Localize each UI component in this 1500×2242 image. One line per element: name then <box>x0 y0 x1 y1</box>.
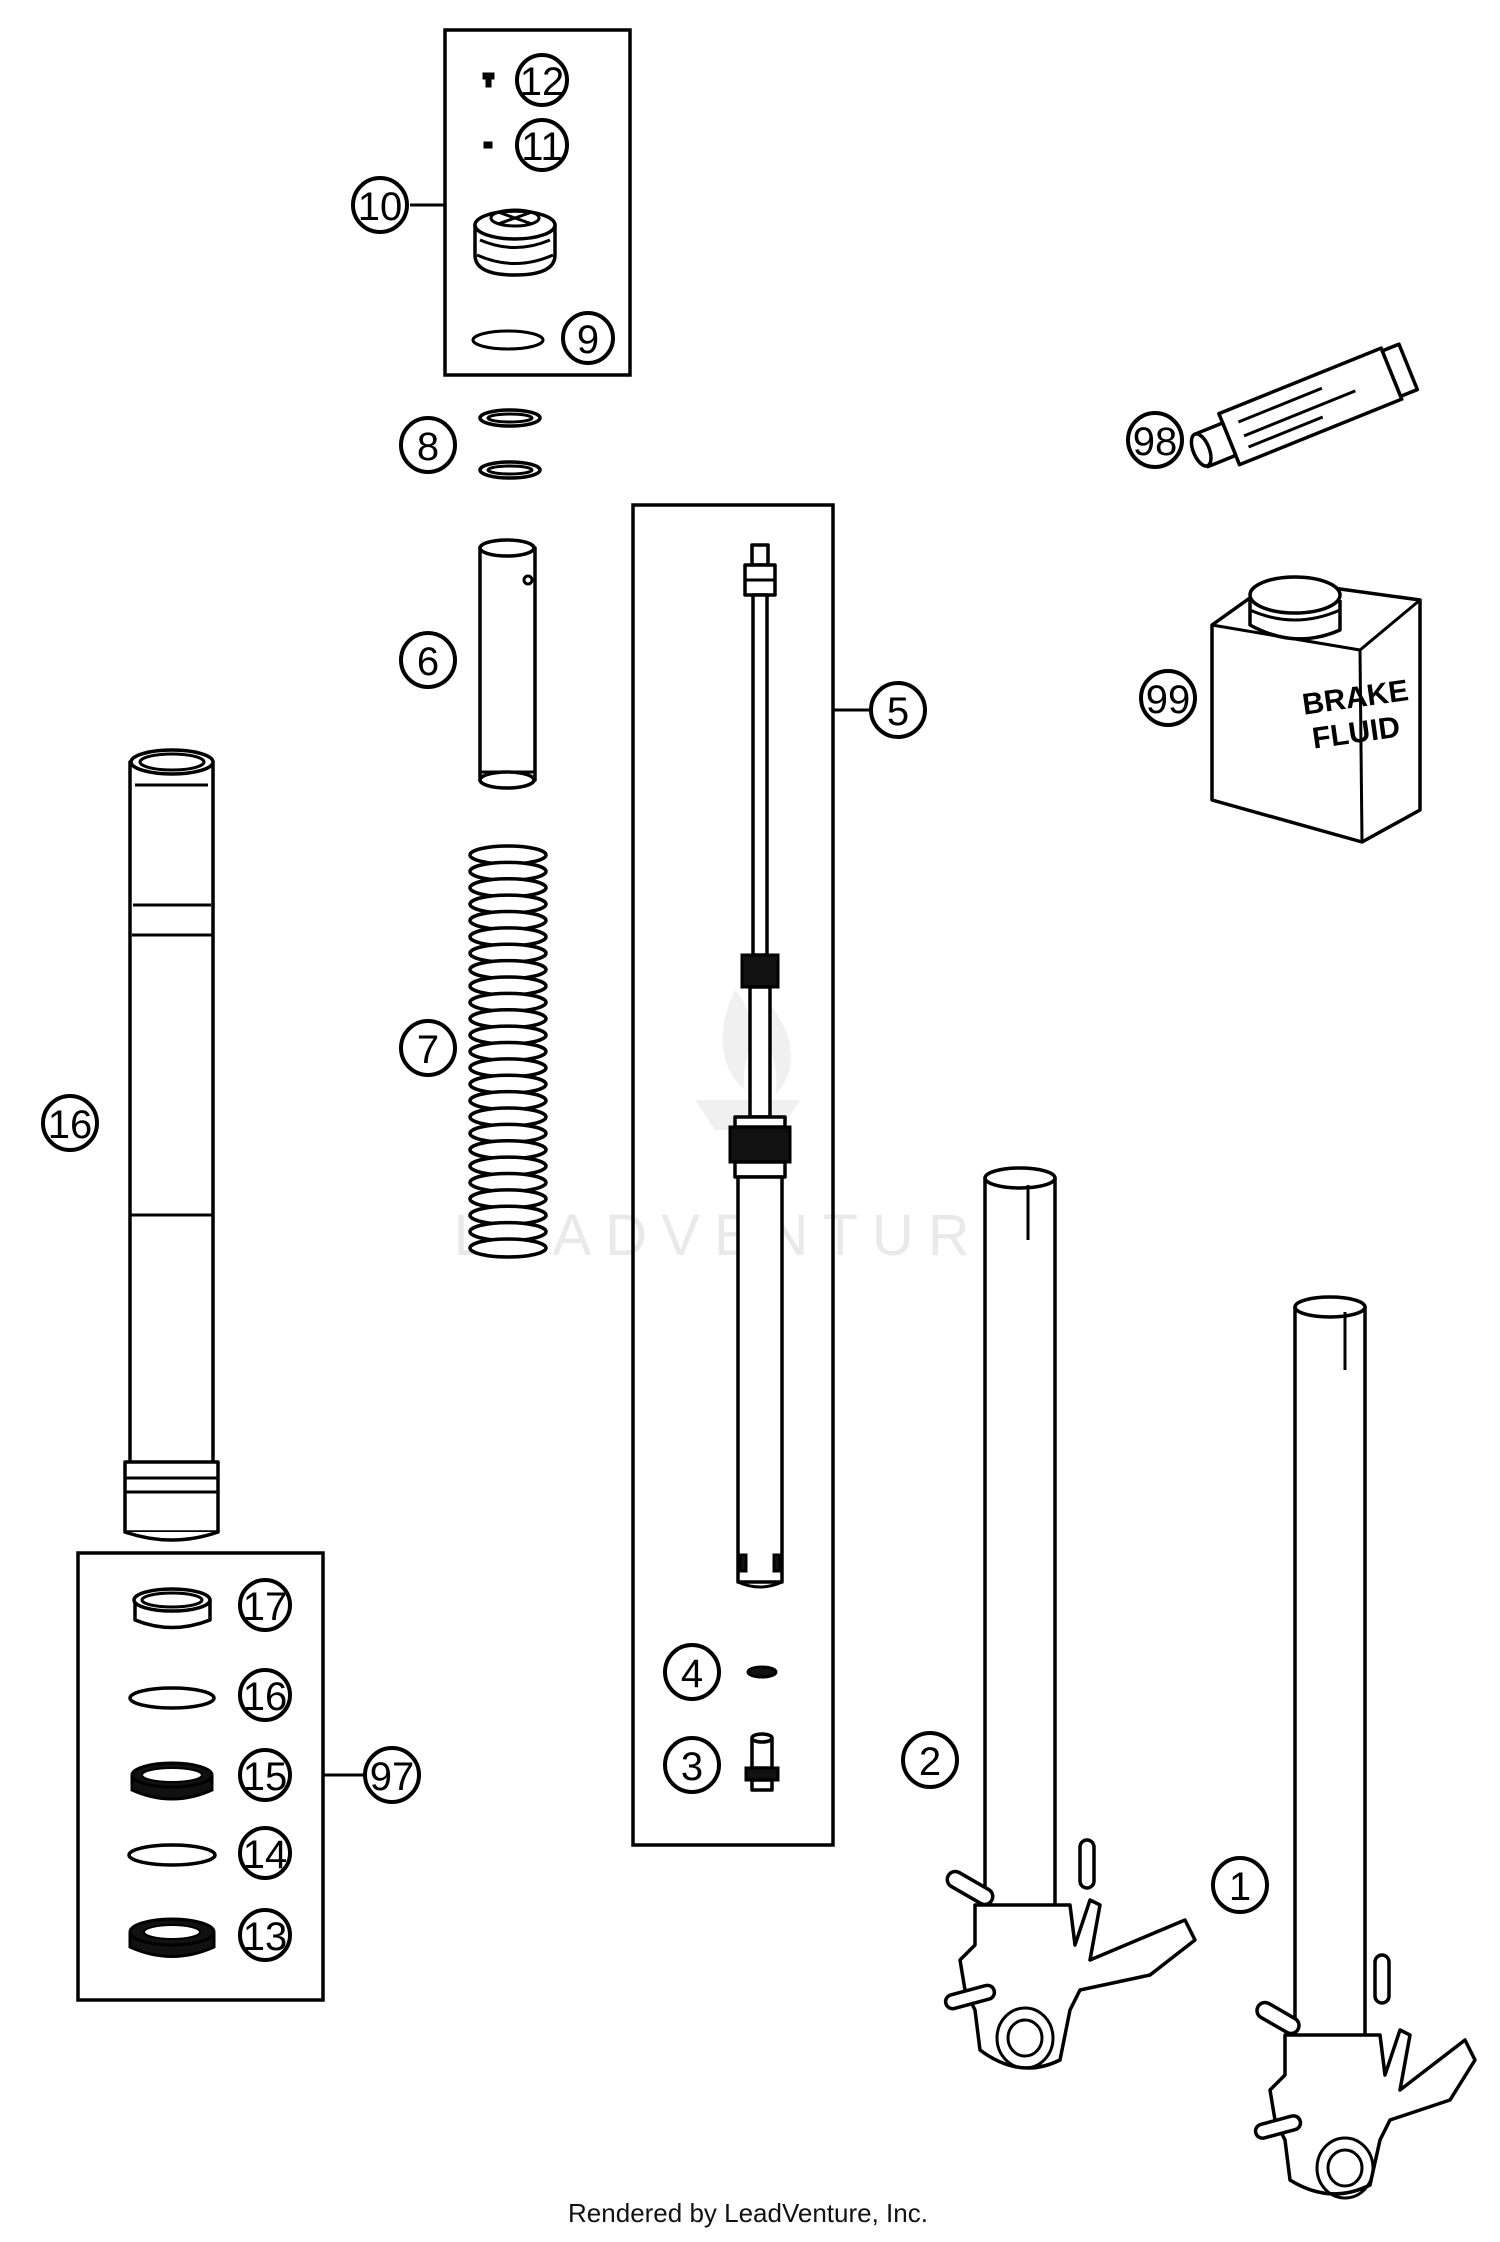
part-2-fork-leg <box>943 1166 1197 2070</box>
svg-text:16: 16 <box>243 1675 288 1719</box>
part-99-brake-fluid-can: BRAKE FLUID <box>1210 575 1422 844</box>
svg-text:8: 8 <box>417 425 439 469</box>
svg-text:98: 98 <box>1133 420 1178 464</box>
svg-text:14: 14 <box>243 1833 288 1877</box>
svg-text:17: 17 <box>243 1585 288 1629</box>
part-6-spacer-tube <box>478 538 537 790</box>
svg-text:15: 15 <box>243 1755 288 1799</box>
part-13-seal <box>128 1917 216 1958</box>
part-98-grease-tube <box>1189 342 1420 469</box>
svg-text:6: 6 <box>417 640 439 684</box>
callout-16-tube: 16 <box>41 1094 99 1152</box>
callout-9: 9 <box>561 311 615 365</box>
svg-text:7: 7 <box>417 1028 439 1072</box>
svg-text:10: 10 <box>358 185 403 229</box>
part-17-dust-seal <box>132 1587 212 1630</box>
callout-4: 4 <box>663 1643 721 1701</box>
flame-logo-icon <box>722 990 792 1095</box>
callout-98: 98 <box>1126 411 1184 469</box>
svg-text:9: 9 <box>577 318 599 362</box>
svg-text:3: 3 <box>681 1745 703 1789</box>
callout-15: 15 <box>238 1748 292 1802</box>
part-14-clip <box>127 1843 217 1867</box>
svg-text:16: 16 <box>48 1103 93 1147</box>
callout-6: 6 <box>399 631 457 689</box>
svg-text:13: 13 <box>243 1915 288 1959</box>
callout-97: 97 <box>363 1746 421 1804</box>
callout-16-ring: 16 <box>238 1668 292 1722</box>
svg-text:2: 2 <box>919 1740 941 1784</box>
svg-text:99: 99 <box>1146 678 1191 722</box>
callout-7: 7 <box>399 1019 457 1077</box>
spring-coil <box>468 1237 548 1259</box>
group-box-10 <box>443 28 632 377</box>
part-4-washer <box>746 1665 778 1679</box>
svg-text:1: 1 <box>1229 1865 1251 1909</box>
svg-text:11: 11 <box>521 125 563 169</box>
part-1-fork-leg <box>1253 1295 1477 2200</box>
callout-8: 8 <box>399 416 457 474</box>
part-9-o-ring <box>471 329 545 351</box>
footer-credit: Rendered by LeadVenture, Inc. <box>568 2198 928 2228</box>
callout-14: 14 <box>238 1826 292 1880</box>
group-box-5 <box>631 503 835 1847</box>
callout-5: 5 <box>869 681 927 739</box>
callout-12: 12 <box>515 53 569 107</box>
part-10-fork-cap <box>473 208 557 277</box>
part-5-damper-cartridge <box>728 543 792 1589</box>
callout-1: 1 <box>1211 1856 1269 1914</box>
part-11-small-ring <box>483 141 493 149</box>
svg-text:12: 12 <box>520 60 565 104</box>
callout-13: 13 <box>238 1908 292 1962</box>
svg-text:97: 97 <box>370 1755 415 1799</box>
svg-text:4: 4 <box>681 1652 703 1696</box>
svg-text:5: 5 <box>887 690 909 734</box>
part-7-fork-spring <box>468 844 548 1259</box>
callout-11: 11 <box>515 118 569 172</box>
part-15-oil-seal <box>130 1761 214 1801</box>
callout-2: 2 <box>901 1731 959 1789</box>
callout-10: 10 <box>351 176 409 234</box>
part-12-screw <box>482 72 495 88</box>
callout-99: 99 <box>1139 669 1197 727</box>
callout-17: 17 <box>238 1578 292 1632</box>
part-16-ring <box>128 1686 216 1710</box>
callout-3: 3 <box>663 1736 721 1794</box>
part-8-rings <box>478 408 542 480</box>
part-16-outer-tube <box>123 748 220 1542</box>
part-3-bolt <box>744 1732 780 1792</box>
